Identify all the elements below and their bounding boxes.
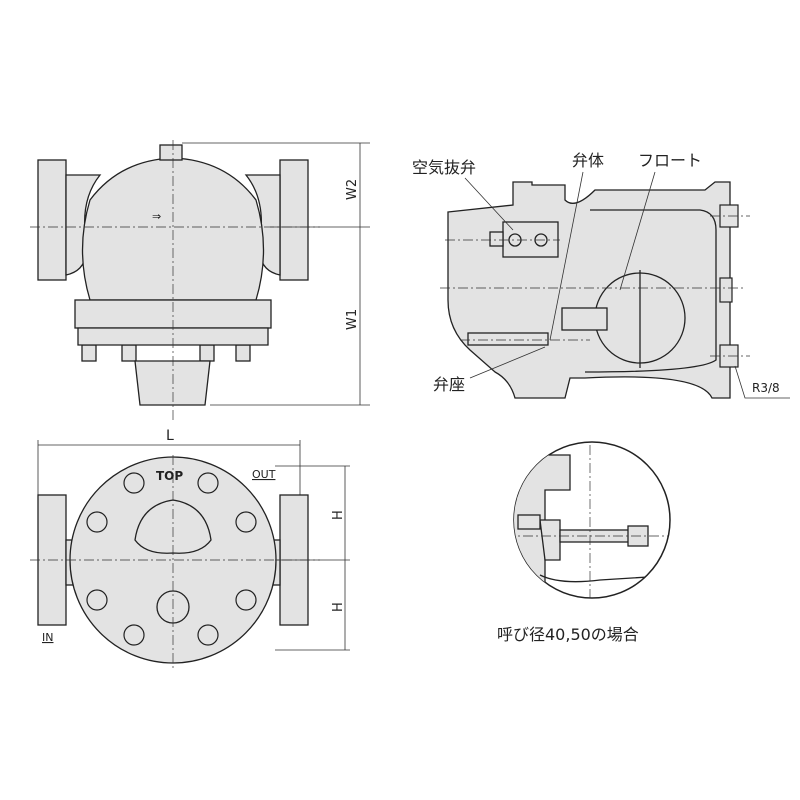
valve-seat-label: 弁座 [433, 375, 465, 394]
dim-h-lower: H [331, 602, 346, 612]
valve-body-label: 弁体 [572, 151, 604, 170]
float-label: フロート [638, 151, 702, 170]
air-vent-plug [159, 144, 183, 161]
air-vent-label: 空気抜弁 [412, 158, 476, 177]
dim-h-upper: H [331, 510, 346, 520]
left-flange [37, 159, 67, 281]
outlet-label: OUT [252, 468, 276, 481]
base [134, 360, 211, 406]
inlet-label: IN [42, 631, 53, 644]
section-view: 空気抜弁 弁体 フロート 弁座 R3/8 [412, 151, 790, 399]
bolts-circle [86, 472, 257, 646]
bolts [81, 344, 251, 362]
air-vent-valve [502, 221, 559, 258]
dim-w2: W2 [345, 179, 360, 200]
top-view: L TOP OUT IN H H [30, 428, 350, 670]
connection-size-label: R3/8 [752, 381, 780, 395]
detail-caption: 呼び径40,50の場合 [497, 625, 639, 644]
cover-plate [134, 499, 212, 554]
detail-view: 呼び径40,50の場合 [497, 441, 671, 644]
trap-body [447, 181, 731, 399]
right-flange [279, 159, 309, 281]
svg-text:⇒: ⇒ [152, 210, 161, 223]
side-view: ⇒ W2 W1 [30, 140, 370, 420]
valve-seat-assembly [467, 332, 549, 346]
top-mark: TOP [156, 469, 183, 483]
dim-l: L [166, 428, 174, 444]
dim-w1: W1 [345, 309, 360, 330]
